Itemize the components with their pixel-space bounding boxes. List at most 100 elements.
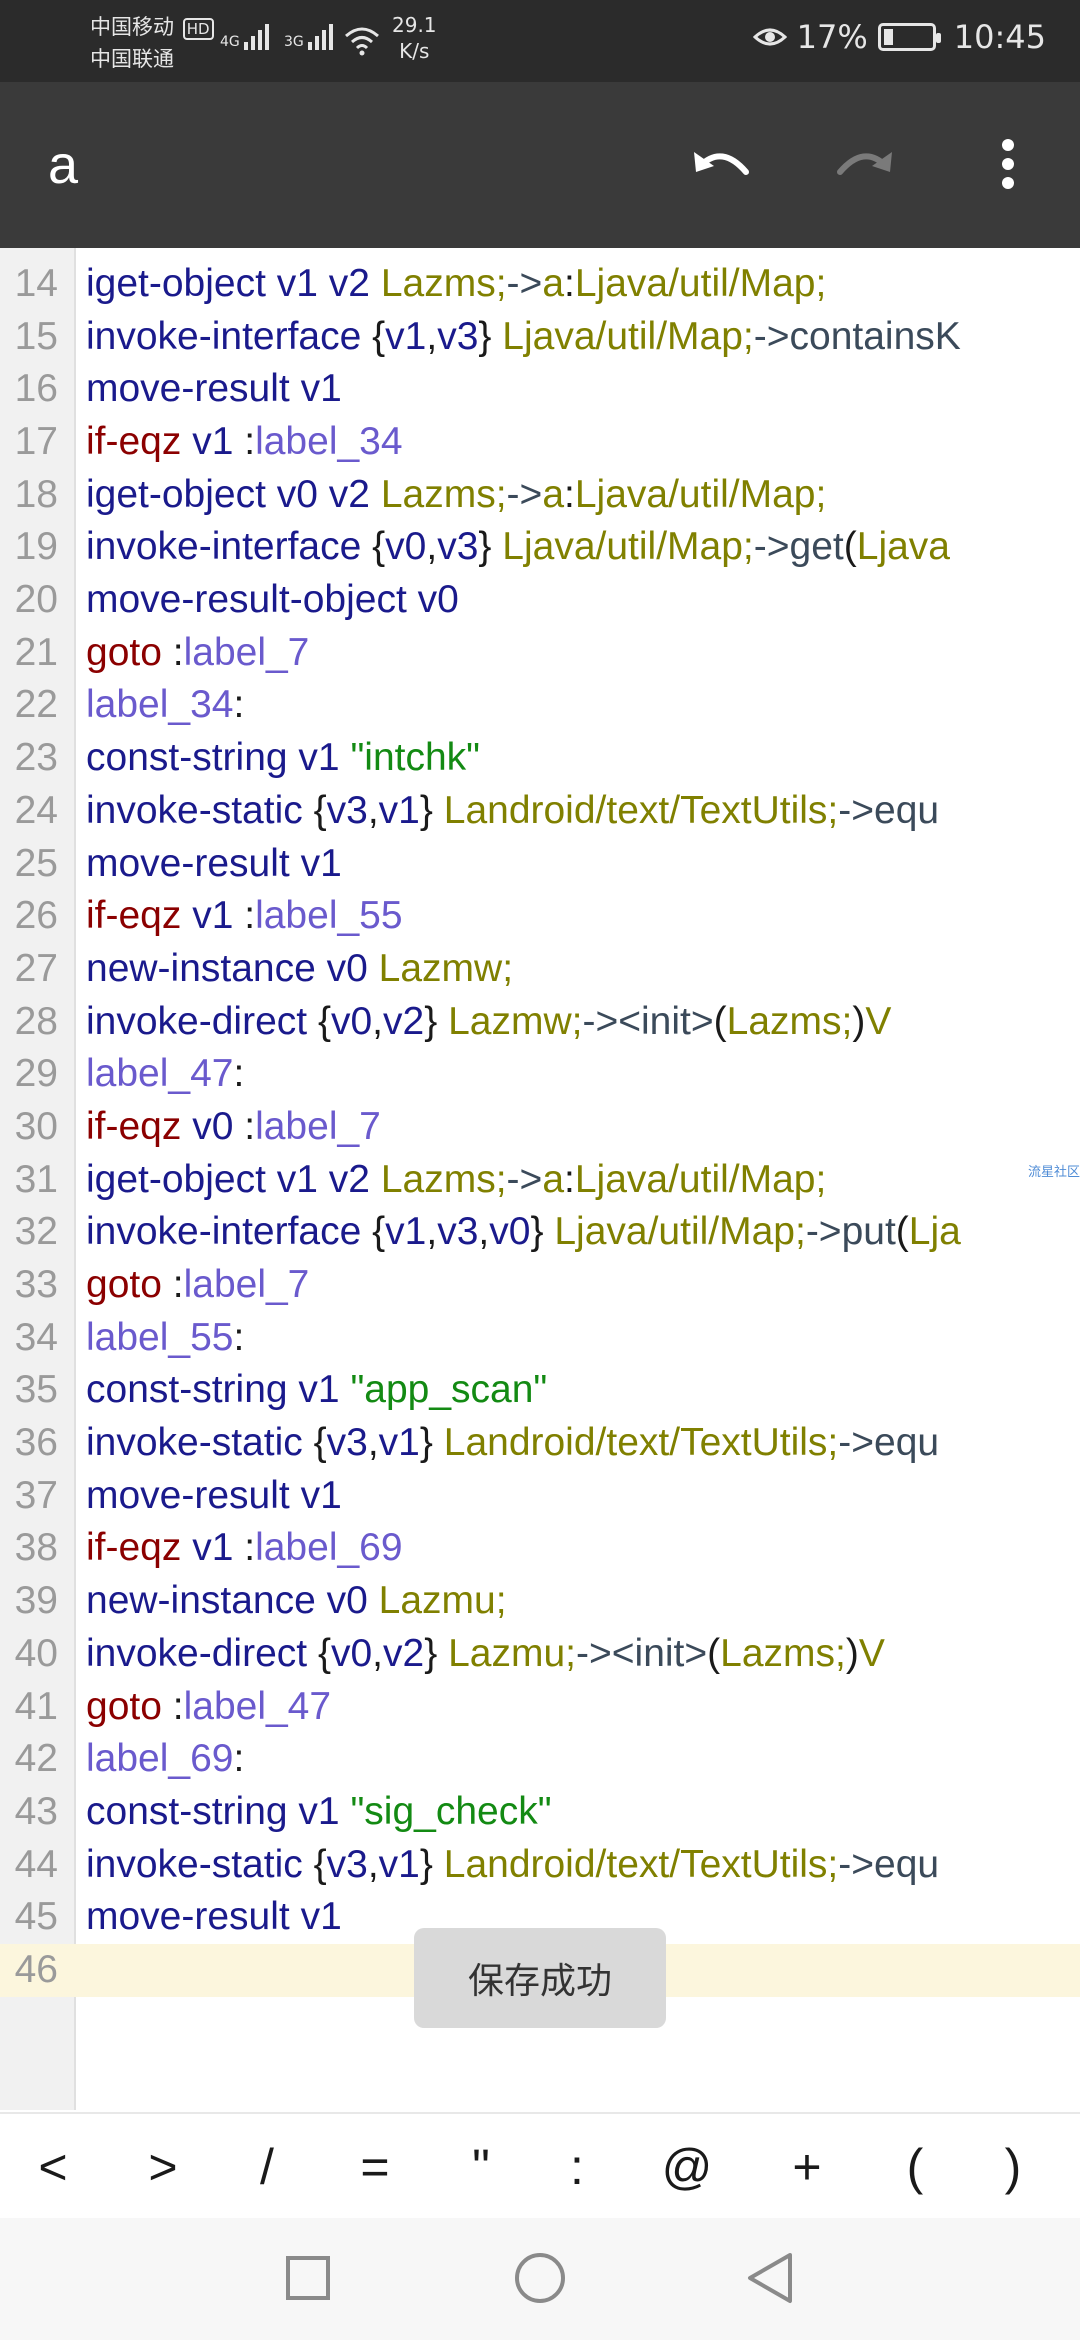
code-token: const-string bbox=[86, 1368, 299, 1412]
code-token: : bbox=[172, 630, 184, 674]
symbol-key[interactable]: > bbox=[148, 2139, 178, 2195]
code-token: Lazms; bbox=[720, 1631, 846, 1675]
code-token: } bbox=[530, 1210, 555, 1254]
code-token: label_7 bbox=[255, 1104, 381, 1148]
eye-comfort-icon bbox=[752, 28, 787, 46]
back-button[interactable] bbox=[730, 2238, 810, 2318]
code-token: goto bbox=[86, 1263, 173, 1307]
code-token: iget-object bbox=[86, 262, 277, 305]
code-token: : bbox=[244, 420, 256, 464]
undo-button[interactable] bbox=[682, 124, 762, 204]
code-token: a bbox=[542, 472, 565, 516]
code-token: v2 bbox=[383, 1631, 425, 1675]
symbol-key[interactable]: " bbox=[472, 2139, 490, 2195]
line-number: 23 bbox=[14, 736, 58, 780]
code-text: iget-object v1 v2 Lazms;->a:Ljava/util/M… bbox=[86, 1154, 826, 1207]
code-text: invoke-interface {v0,v3} Ljava/util/Map;… bbox=[86, 521, 950, 574]
line-number: 27 bbox=[14, 946, 58, 990]
code-token: v0 bbox=[489, 1210, 531, 1254]
symbol-key[interactable]: < bbox=[38, 2139, 68, 2195]
code-line[interactable]: 40 invoke-direct {v0,v2} Lazmu;-><init>(L… bbox=[0, 1628, 1080, 1681]
code-token: label_34 bbox=[86, 683, 234, 727]
code-text: label_55: bbox=[86, 1312, 244, 1365]
home-button[interactable] bbox=[500, 2238, 580, 2318]
line-number: 18 bbox=[14, 472, 58, 516]
symbol-key[interactable]: + bbox=[792, 2139, 822, 2195]
code-token: { bbox=[317, 999, 331, 1043]
line-number: 30 bbox=[14, 1104, 58, 1148]
code-token: label_69 bbox=[86, 1737, 234, 1781]
symbol-key[interactable]: ( bbox=[906, 2139, 924, 2195]
code-text: invoke-direct {v0,v2} Lazmu;-><init>(Laz… bbox=[86, 1628, 885, 1681]
code-text: move-result v1 bbox=[86, 363, 342, 416]
recent-apps-button[interactable] bbox=[268, 2238, 348, 2318]
code-token: v1 bbox=[298, 1789, 351, 1833]
code-token: Lazmu; bbox=[378, 1579, 507, 1623]
code-line[interactable]: 19 invoke-interface {v0,v3} Ljava/util/Ma… bbox=[0, 521, 1080, 574]
code-text: if-eqz v1 :label_69 bbox=[86, 1522, 403, 1575]
carrier-info: 中国移动 HD 中国联通 bbox=[90, 12, 214, 74]
line-number: 24 bbox=[14, 788, 58, 832]
code-text: new-instance v0 Lazmu; bbox=[86, 1575, 507, 1628]
more-options-button[interactable] bbox=[968, 124, 1048, 204]
symbol-key[interactable]: / bbox=[260, 2139, 274, 2195]
code-token: Ljava/util/Map; bbox=[502, 525, 754, 569]
app-toolbar: a bbox=[0, 82, 1080, 248]
line-number: 17 bbox=[14, 420, 58, 464]
code-token: ->equ bbox=[838, 788, 940, 832]
symbol-key[interactable]: ) bbox=[1004, 2139, 1022, 2195]
code-token: ->containsK bbox=[753, 314, 961, 358]
triangle-back-icon bbox=[748, 2253, 792, 2303]
code-token: ( bbox=[707, 1631, 721, 1675]
code-token: : bbox=[244, 1526, 256, 1570]
symbol-key[interactable]: @ bbox=[661, 2139, 713, 2195]
line-number: 40 bbox=[14, 1631, 58, 1675]
code-line[interactable]: 31 iget-object v1 v2 Lazms;->a:Ljava/util… bbox=[0, 1154, 1080, 1207]
redo-button[interactable] bbox=[824, 124, 904, 204]
code-token: invoke-static bbox=[86, 1421, 314, 1465]
code-token: Lazms; bbox=[726, 999, 853, 1043]
code-token: v0 bbox=[326, 946, 379, 990]
line-number: 19 bbox=[14, 525, 58, 569]
symbol-key[interactable]: : bbox=[570, 2139, 584, 2195]
code-token: v1 bbox=[192, 420, 245, 464]
code-token: v0 v2 bbox=[276, 472, 381, 516]
code-token: v1 bbox=[300, 841, 342, 885]
line-number: 29 bbox=[14, 1052, 58, 1096]
code-token: v1 bbox=[378, 1421, 420, 1465]
code-token: { bbox=[317, 1631, 331, 1675]
code-token: v0 bbox=[192, 1104, 245, 1148]
line-number: 31 bbox=[14, 1157, 58, 1201]
symbol-key[interactable]: = bbox=[360, 2139, 390, 2195]
